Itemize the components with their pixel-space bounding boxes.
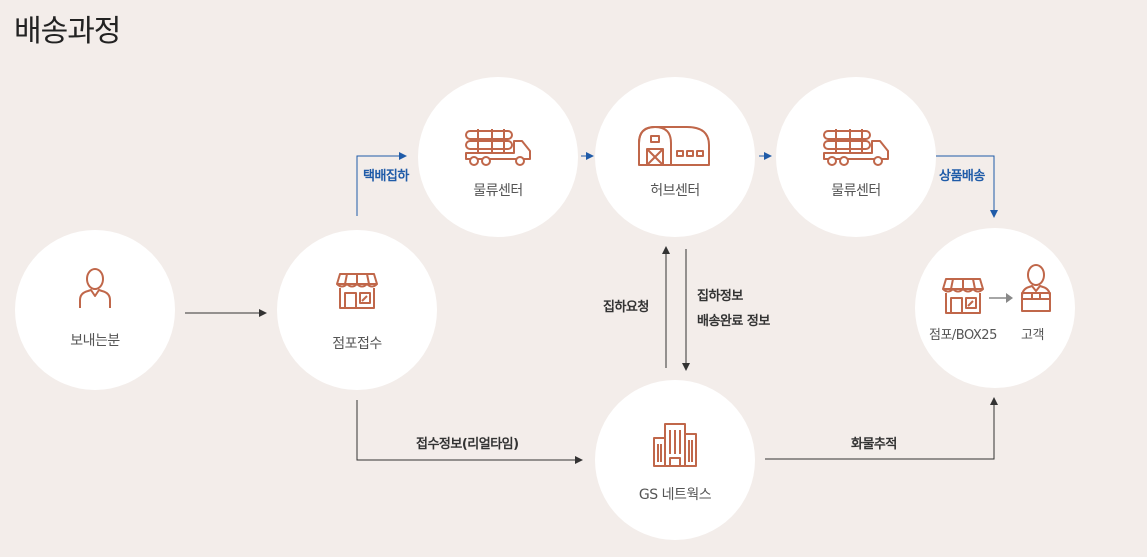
arrow-logistics2-to-storebox bbox=[936, 155, 998, 218]
node-label-logistics-center-2: 물류센터 bbox=[831, 183, 881, 199]
edge-label-pickup-request: 집하요청 bbox=[603, 300, 649, 315]
arrow-store-to-gs bbox=[356, 400, 583, 464]
node-logistics-center-1: 물류센터 bbox=[418, 77, 578, 237]
edge-label-delivery-complete-info: 배송완료 정보 bbox=[697, 314, 770, 329]
edge-label-pickup: 택배집하 bbox=[363, 169, 409, 184]
storefront-icon bbox=[942, 278, 984, 314]
edge-label-pickup-info: 집하정보 bbox=[697, 289, 743, 304]
edge-label-cargo-tracking: 화물추적 bbox=[851, 437, 897, 452]
node-label-store-reception: 점포접수 bbox=[332, 336, 382, 352]
edge-label-reception-info: 접수정보(리얼타임) bbox=[416, 437, 519, 452]
person-icon bbox=[79, 268, 111, 308]
truck-icon bbox=[465, 129, 531, 166]
node-label-sender: 보내는분 bbox=[70, 333, 120, 349]
node-hub-center: 허브센터 bbox=[595, 77, 755, 237]
node-label-hub-center: 허브센터 bbox=[650, 183, 700, 199]
truck-icon bbox=[823, 129, 889, 166]
node-logistics-center-2: 물류센터 bbox=[776, 77, 936, 237]
edge-label-product-delivery: 상품배송 bbox=[939, 169, 985, 184]
node-label-gs-netwoks: GS 네트웍스 bbox=[638, 487, 712, 503]
warehouse-icon bbox=[638, 126, 710, 166]
node-label-customer: 고객 bbox=[1021, 328, 1044, 343]
arrow-gs-to-storebox bbox=[765, 397, 998, 460]
node-store-box-customer: 점포/BOX25 고객 bbox=[915, 228, 1075, 388]
page-title: 배송과정 bbox=[14, 14, 121, 49]
node-store-reception: 점포접수 bbox=[277, 230, 437, 390]
storefront-icon bbox=[336, 273, 378, 309]
node-label-logistics-center-1: 물류센터 bbox=[473, 183, 523, 199]
person-with-box-icon bbox=[1021, 264, 1051, 312]
arrow-store-to-logistics bbox=[356, 152, 407, 216]
node-label-store-box: 점포/BOX25 bbox=[929, 328, 997, 343]
node-sender: 보내는분 bbox=[15, 230, 175, 390]
node-gs-netwoks: GS 네트웍스 bbox=[595, 380, 755, 540]
building-icon bbox=[653, 423, 697, 467]
arrow-right-icon bbox=[989, 293, 1013, 303]
